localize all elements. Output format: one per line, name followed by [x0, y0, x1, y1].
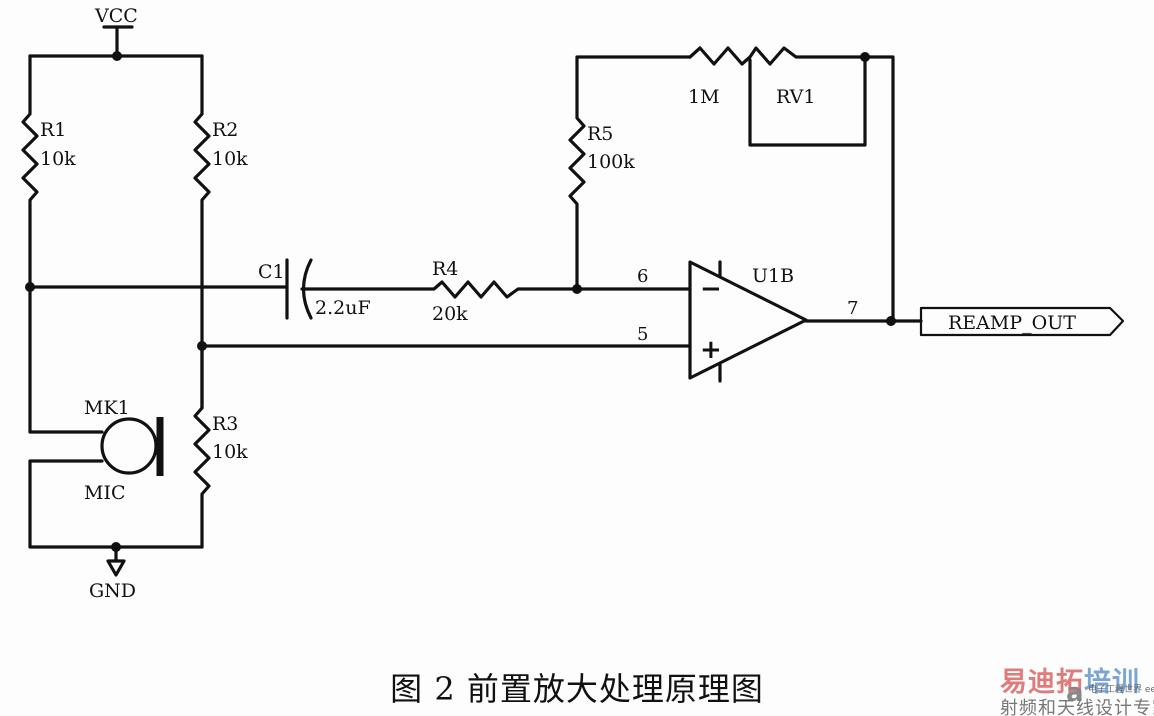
opamp-plus-sign: + — [700, 335, 722, 365]
watermark-logo-icon: a — [1066, 678, 1084, 708]
mic-bottom-wire — [28, 459, 204, 549]
mk1-ref: MK1 — [84, 397, 130, 419]
r5-resistor — [568, 55, 692, 291]
ground-symbol — [106, 545, 126, 577]
r2-value: 10k — [212, 148, 248, 170]
rv1-wiper-wire — [748, 55, 867, 147]
r4-ref: R4 — [432, 258, 458, 280]
mic-top-wire — [28, 285, 104, 434]
c1-value: 2.2uF — [315, 297, 371, 319]
gnd-label: GND — [89, 580, 136, 602]
pin-5-label: 5 — [637, 324, 648, 345]
opamp-u1b — [688, 260, 808, 383]
c1-ref: C1 — [258, 261, 285, 283]
vcc-label: VCC — [94, 5, 138, 27]
r5-ref: R5 — [587, 123, 613, 145]
r1-ref: R1 — [40, 119, 66, 141]
microphone-mk1 — [100, 417, 164, 476]
junction-dot — [112, 51, 122, 61]
r1-value: 10k — [40, 148, 76, 170]
watermark-title-a: 易迪拓 — [1000, 667, 1084, 698]
watermark-title-b: 培训 — [1084, 667, 1140, 698]
junction-dot — [860, 52, 870, 62]
rv1-value: 1M — [688, 86, 720, 108]
junction-dot — [886, 316, 896, 326]
opamp-minus-sign: − — [700, 274, 722, 304]
figure-caption: 图 2 前置放大处理原理图 — [390, 670, 764, 708]
watermark: 易迪拓培训 a 电子工程世界 eeworld.com.cn 射频和天线设计专家 — [1000, 660, 1154, 716]
rv1-potentiometer — [688, 46, 895, 323]
r5-value: 100k — [587, 151, 635, 173]
r1-resistor — [21, 54, 39, 289]
watermark-slogan: 射频和天线设计专家 — [1000, 698, 1154, 716]
rv1-ref: RV1 — [776, 86, 815, 108]
watermark-site: 电子工程世界 eeworld.com.cn — [1088, 685, 1154, 695]
r2-resistor — [193, 54, 211, 410]
r3-ref: R3 — [212, 413, 238, 435]
port-label: REAMP_OUT — [948, 312, 1076, 334]
r4-resistor — [300, 280, 692, 299]
r2-ref: R2 — [212, 119, 238, 141]
r4-value: 20k — [432, 303, 468, 325]
watermark-title: 易迪拓培训 — [1000, 660, 1140, 699]
u1b-ref: U1B — [752, 265, 794, 287]
r3-resistor — [193, 344, 211, 549]
junction-dot — [197, 341, 207, 351]
r3-value: 10k — [212, 441, 248, 463]
pin-6-label: 6 — [637, 266, 648, 287]
pin-7-label: 7 — [847, 298, 858, 319]
mk1-value: MIC — [84, 482, 126, 504]
reamp-out-port — [919, 306, 1125, 337]
